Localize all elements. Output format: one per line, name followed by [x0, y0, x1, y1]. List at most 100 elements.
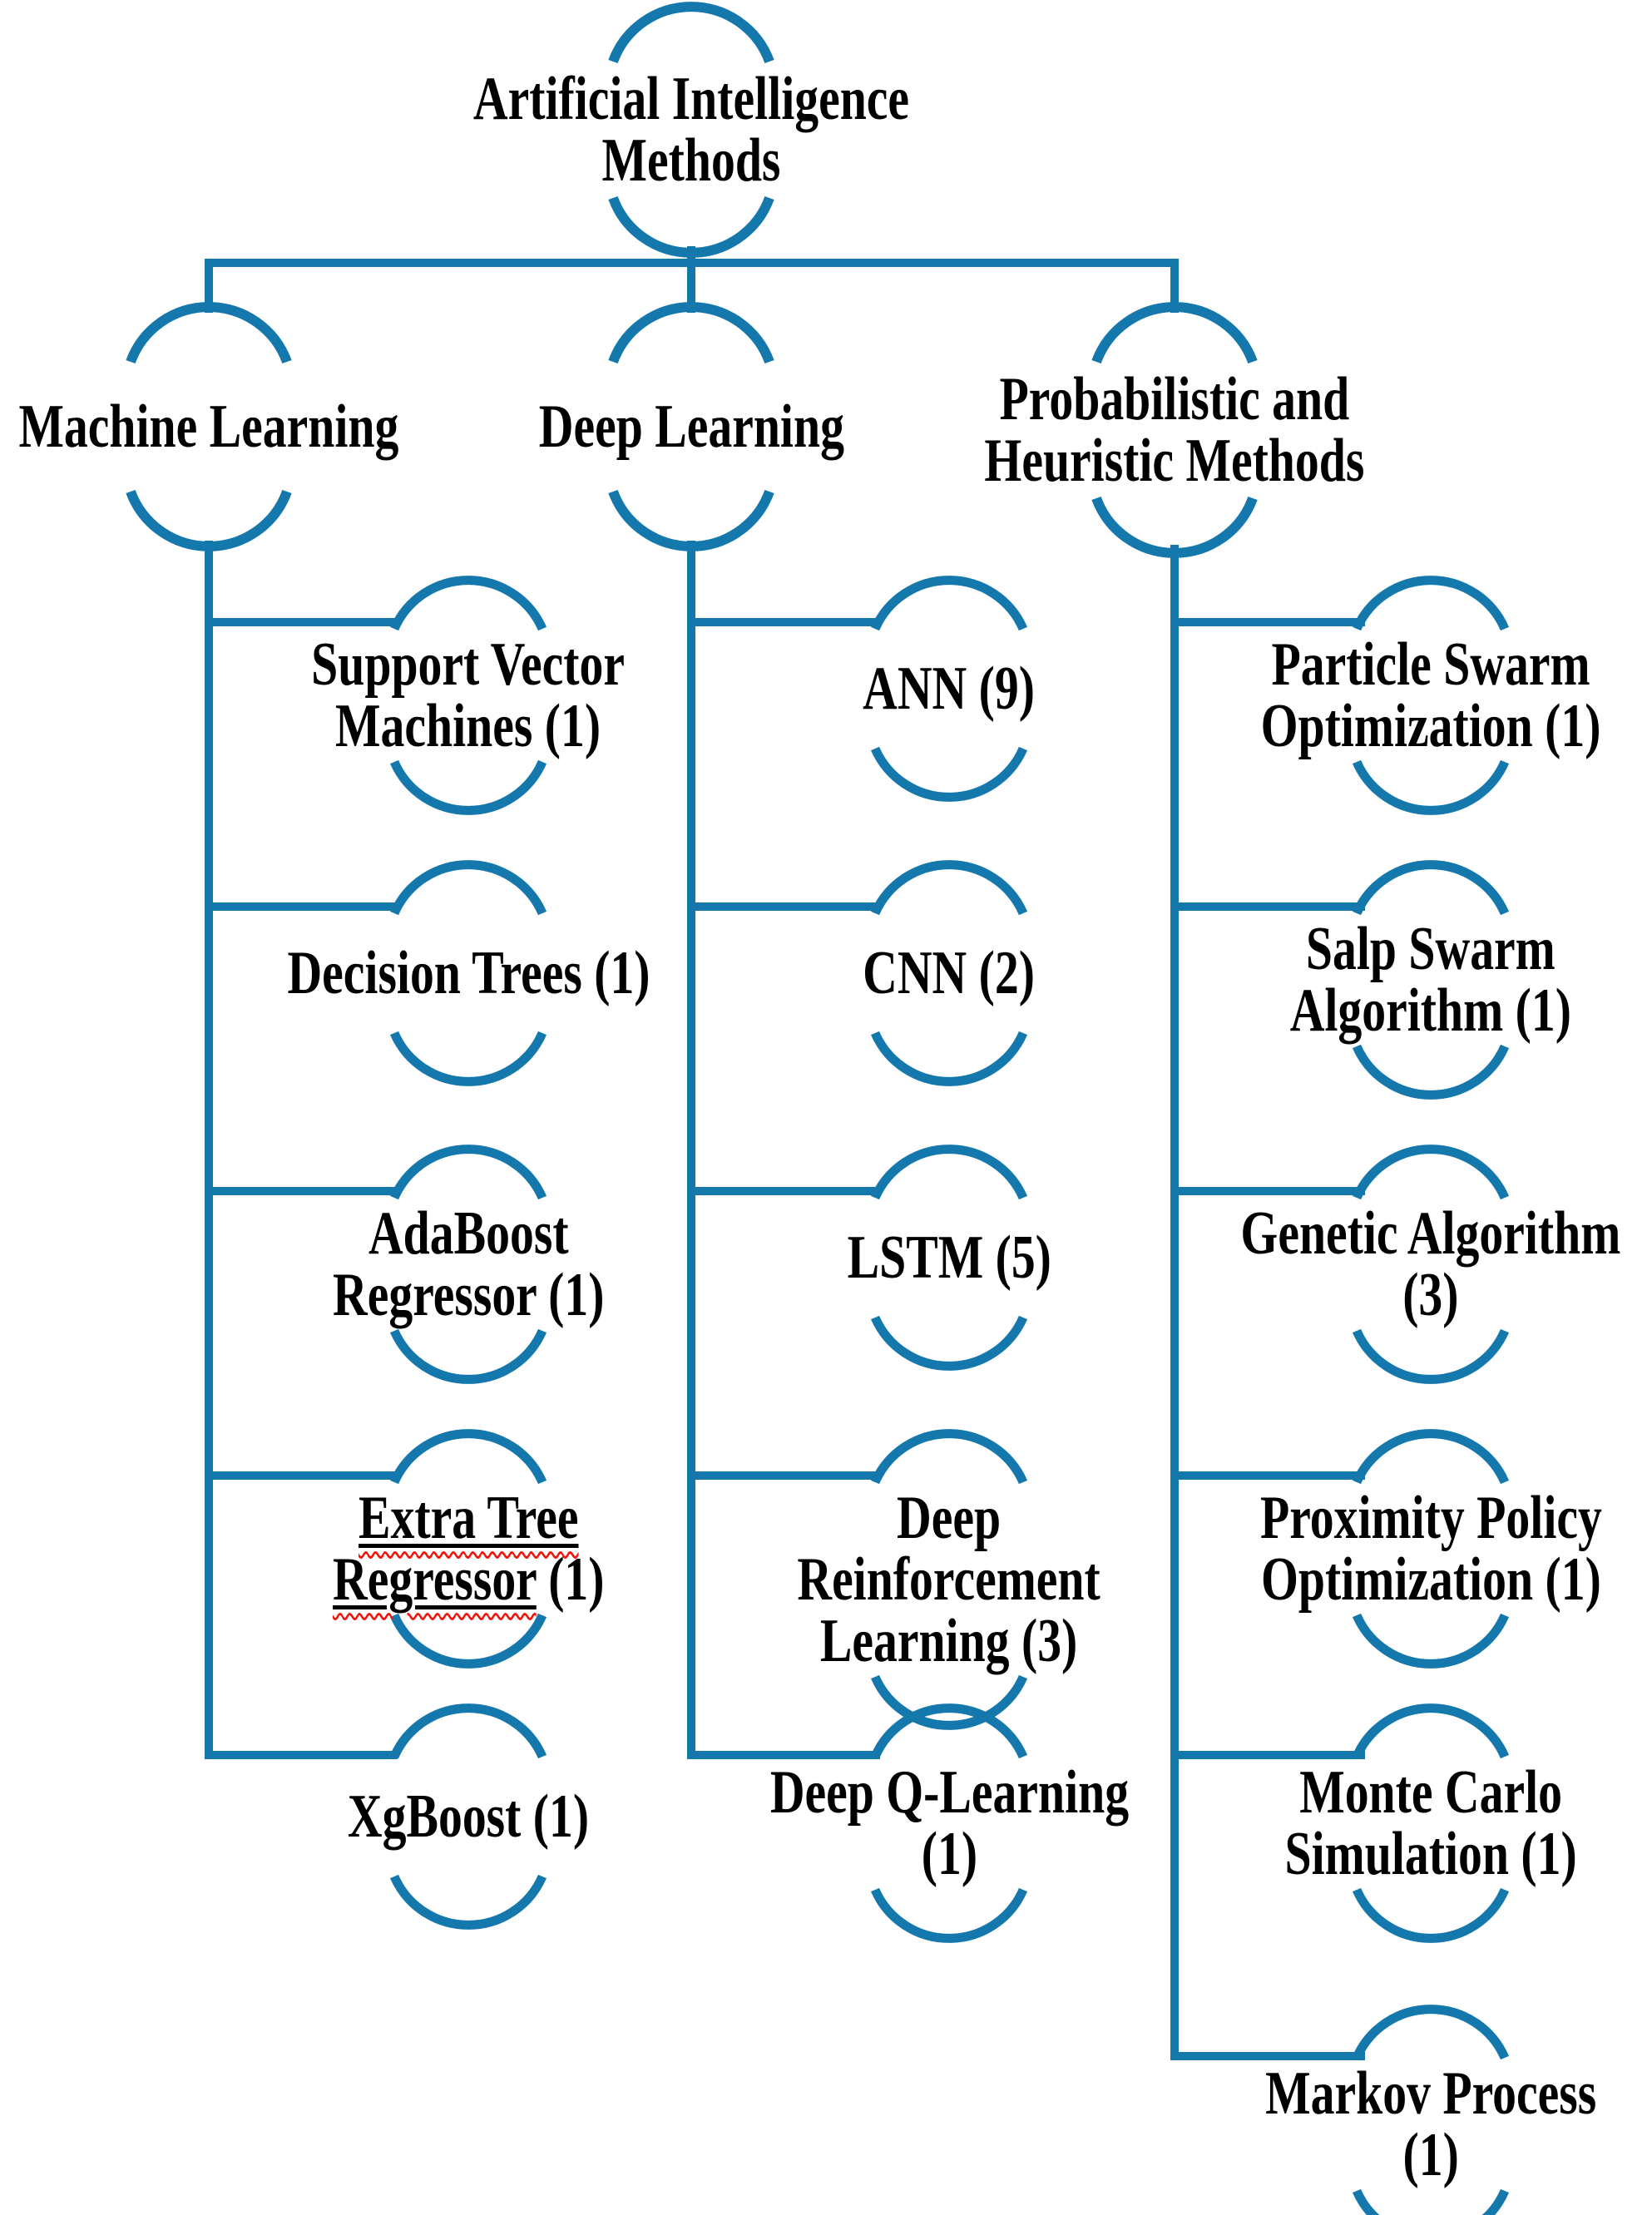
arc-top: [608, 302, 774, 364]
arc-top: [870, 860, 1028, 916]
node-label: Salp Swarm Algorithm (1): [1289, 915, 1572, 1045]
arc-bottom: [1352, 1044, 1510, 1100]
arc-top: [1352, 1429, 1510, 1485]
arc-bottom: [389, 1031, 547, 1086]
arc-top: [870, 1145, 1028, 1200]
arc-top: [1352, 576, 1510, 631]
arc-top: [1352, 1145, 1510, 1200]
leaf-adaboost-regressor: AdaBoost Regressor (1): [285, 1136, 651, 1392]
node-deep-learning: Deep Learning: [483, 295, 899, 558]
arc-top: [870, 1429, 1028, 1485]
connector-ml-drop: [205, 263, 213, 313]
connector-ph-drop: [1170, 263, 1179, 313]
node-label: XgBoost (1): [347, 1782, 590, 1851]
node-label: Genetic Algorithm (3): [1240, 1199, 1621, 1329]
branch-ml-row2: [205, 902, 398, 911]
node-machine-learning: Machine Learning: [1, 295, 417, 558]
branch-ml-row3: [205, 1187, 398, 1195]
branch-ph-row6: [1170, 2052, 1365, 2060]
node-label: Deep Reinforcement Learning (3): [797, 1484, 1101, 1675]
spine-machine-learning: [205, 541, 213, 1759]
leaf-particle-swarm-optimization: Particle Swarm Optimization (1): [1248, 567, 1614, 823]
branch-dl-row2: [687, 902, 880, 911]
arc-bottom: [389, 759, 547, 815]
leaf-lstm: LSTM (5): [766, 1136, 1132, 1379]
arc-top: [608, 2, 774, 64]
branch-dl-row3: [687, 1187, 880, 1195]
arc-bottom: [1352, 1887, 1510, 1943]
node-label: Decision Trees (1): [286, 939, 650, 1007]
arc-bottom: [1352, 759, 1510, 815]
node-label: CNN (2): [863, 939, 1036, 1007]
node-label: Particle Swarm Optimization (1): [1260, 630, 1601, 760]
branch-ph-row4: [1170, 1471, 1365, 1480]
arc-top: [1352, 1703, 1510, 1759]
leaf-genetic-algorithm: Genetic Algorithm (3): [1241, 1136, 1620, 1392]
arc-bottom: [1091, 496, 1258, 558]
leaf-ann: ANN (9): [766, 567, 1132, 810]
arc-top: [389, 576, 547, 631]
spine-deep-learning: [687, 541, 695, 1759]
node-label: ANN (9): [863, 655, 1036, 723]
arc-bottom: [870, 1887, 1028, 1943]
node-label: Deep Q-Learning (1): [769, 1758, 1129, 1888]
branch-ph-row3: [1170, 1187, 1365, 1195]
arc-bottom: [870, 746, 1028, 802]
node-label: Monte Carlo Simulation (1): [1284, 1758, 1577, 1888]
arc-top: [126, 302, 292, 364]
branch-dl-row1: [687, 618, 880, 626]
leaf-support-vector-machines: Support Vector Machines (1): [285, 567, 651, 823]
leaf-proximity-policy-optimization: Proximity Policy Optimization (1): [1248, 1421, 1614, 1677]
arc-top: [389, 1145, 547, 1200]
node-label: LSTM (5): [847, 1224, 1051, 1292]
node-label: Machine Learning: [18, 393, 399, 461]
branch-ml-row1: [205, 618, 398, 626]
connector-dl-drop: [687, 263, 695, 313]
arc-top: [389, 1703, 547, 1759]
node-label: Artificial Intelligence Methods: [472, 65, 910, 195]
spine-probabilistic: [1170, 545, 1179, 2060]
branch-ph-row5: [1170, 1751, 1365, 1759]
arc-bottom: [389, 1328, 547, 1384]
branch-ml-row4: [205, 1471, 398, 1480]
arc-bottom: [126, 489, 292, 551]
arc-bottom: [608, 489, 774, 551]
arc-bottom: [1352, 2188, 1510, 2215]
leaf-salp-swarm-algorithm: Salp Swarm Algorithm (1): [1248, 852, 1614, 1108]
arc-bottom: [870, 1031, 1028, 1086]
leaf-markov-process: Markov Process (1): [1248, 1996, 1614, 2215]
branch-dl-row4: [687, 1471, 880, 1480]
spellchecked-text: Extra Tree: [358, 1484, 579, 1552]
arc-top: [1091, 302, 1258, 364]
arc-top: [870, 1703, 1028, 1759]
leaf-decision-trees: Decision Trees (1): [285, 852, 651, 1095]
node-label: Deep Learning: [538, 393, 844, 461]
leaf-deep-reinforcement-learning: Deep Reinforcement Learning (3): [766, 1421, 1132, 1738]
leaf-cnn: CNN (2): [766, 852, 1132, 1095]
node-label: Markov Process (1): [1264, 2059, 1597, 2189]
branch-ph-row2: [1170, 902, 1365, 911]
arc-bottom: [1352, 1613, 1510, 1669]
arc-top: [870, 576, 1028, 631]
arc-bottom: [389, 1874, 547, 1930]
node-label: Extra Tree Regressor (1): [332, 1484, 605, 1614]
arc-bottom: [870, 1315, 1028, 1371]
leaf-extra-tree-regressor: Extra Tree Regressor (1): [285, 1421, 651, 1677]
leaf-monte-carlo-simulation: Monte Carlo Simulation (1): [1248, 1695, 1614, 1951]
arc-top: [389, 1429, 547, 1485]
arc-bottom: [870, 1674, 1028, 1730]
branch-ml-row5: [205, 1751, 398, 1759]
arc-top: [1352, 2005, 1510, 2060]
node-probabilistic-heuristic-methods: Probabilistic and Heuristic Methods: [967, 295, 1382, 565]
leaf-deep-q-learning: Deep Q-Learning (1): [766, 1695, 1132, 1951]
arc-bottom: [389, 1613, 547, 1669]
branch-dl-row5: [687, 1751, 880, 1759]
arc-top: [389, 860, 547, 916]
node-label: Probabilistic and Heuristic Methods: [984, 365, 1365, 495]
node-label: AdaBoost Regressor (1): [332, 1199, 605, 1329]
spellchecked-text: Regressor: [332, 1545, 537, 1614]
arc-bottom: [608, 195, 774, 258]
branch-ph-row1: [1170, 618, 1365, 626]
arc-top: [1352, 860, 1510, 916]
